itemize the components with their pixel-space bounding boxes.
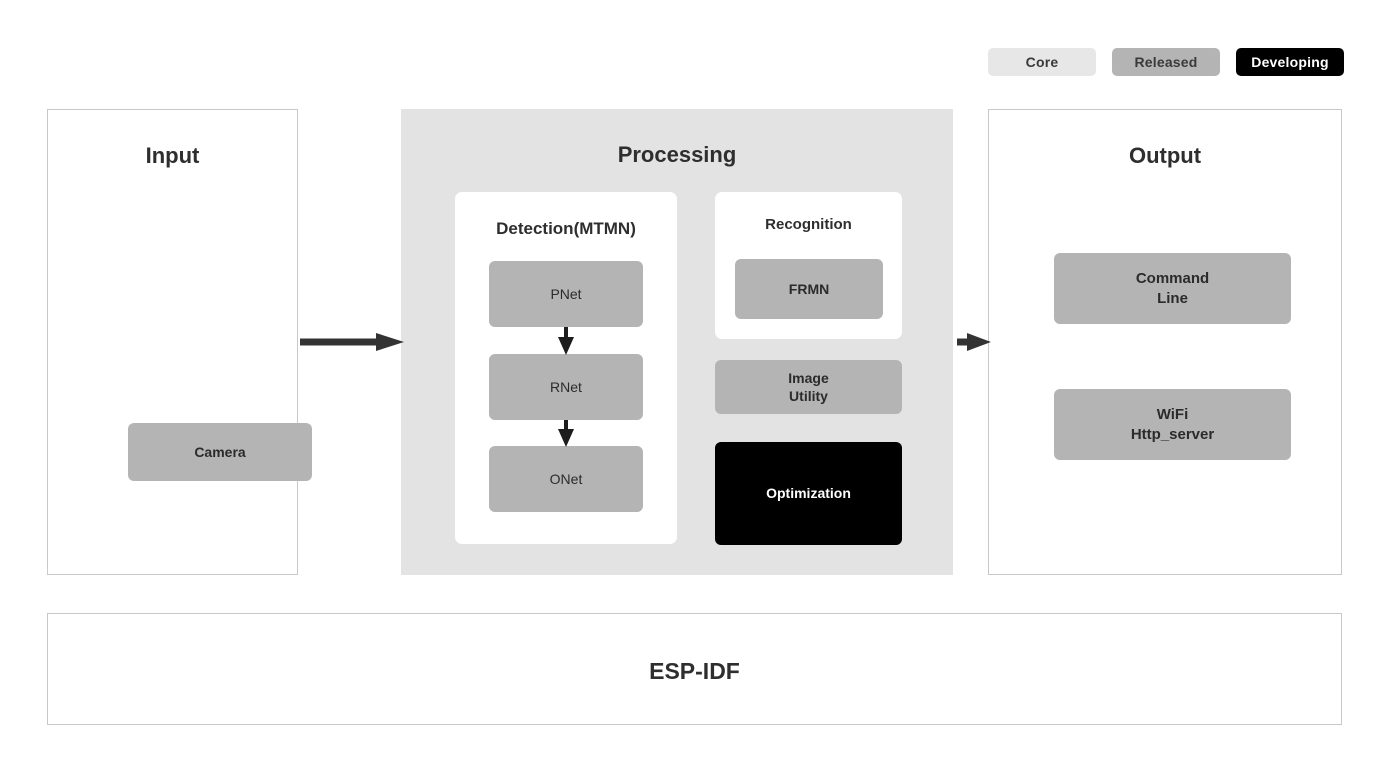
node-wifi-http-server[interactable]: WiFi Http_server (1054, 389, 1291, 460)
legend-label-core: Core (1025, 54, 1059, 70)
node-pnet[interactable]: PNet (489, 261, 643, 327)
node-optimization[interactable]: Optimization (715, 442, 902, 545)
arrow-right-icon-input-to-processing (300, 333, 404, 351)
legend-badge-released: Released (1112, 48, 1220, 76)
legend-label-released: Released (1134, 54, 1198, 70)
panel-output: Output (988, 109, 1342, 575)
panel-input: Input Camera (47, 109, 312, 575)
panel-title-input: Input (145, 143, 200, 168)
esp-idf-label: ESP-IDF (649, 658, 740, 684)
legend-badge-developing: Developing (1236, 48, 1344, 76)
node-frmn[interactable]: FRMN (735, 259, 883, 319)
arrow-right-icon-processing-to-output (957, 333, 991, 351)
panel-title-processing: Processing (617, 142, 737, 167)
legend: Core Released Developing (988, 48, 1344, 76)
node-image-utility[interactable]: Image Utility (715, 360, 902, 414)
arrow-down-icon-pnet-to-rnet (558, 327, 574, 355)
legend-label-developing: Developing (1251, 54, 1329, 70)
panel-esp-idf: ESP-IDF (47, 613, 1342, 725)
node-command-line[interactable]: Command Line (1054, 253, 1291, 324)
legend-badge-core: Core (988, 48, 1096, 76)
node-rnet[interactable]: RNet (489, 354, 643, 420)
arrow-down-icon-rnet-to-onet (558, 420, 574, 447)
panel-title-output: Output (1128, 143, 1202, 168)
card-title-detection: Detection(MTMN) (496, 219, 636, 238)
card-title-recognition: Recognition (765, 216, 852, 233)
node-camera[interactable]: Camera (128, 423, 312, 481)
node-onet[interactable]: ONet (489, 446, 643, 512)
